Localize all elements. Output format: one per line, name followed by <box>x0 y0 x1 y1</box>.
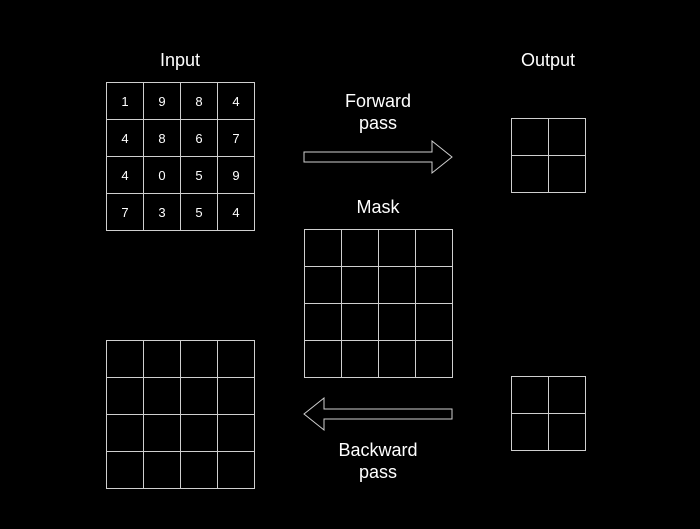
input-cell: 5 <box>181 194 218 231</box>
input-cell: 4 <box>107 157 144 194</box>
mask-title: Mask <box>356 197 400 217</box>
input-gradient-cell <box>144 341 181 378</box>
mask-cell <box>305 341 342 378</box>
backward-pass-label: Backward pass <box>318 439 438 483</box>
backward-pass-line1: Backward <box>338 440 418 460</box>
mask-cell <box>305 230 342 267</box>
output-cell <box>549 119 586 156</box>
input-cell: 5 <box>181 157 218 194</box>
input-grid: 1 9 8 4 4 8 6 7 4 0 5 9 7 3 5 4 <box>106 82 255 231</box>
input-cell: 4 <box>218 83 255 120</box>
output-gradient-cell <box>549 414 586 451</box>
mask-cell <box>416 304 453 341</box>
output-title: Output <box>520 50 576 70</box>
input-gradient-cell <box>218 452 255 489</box>
input-gradient-cell <box>107 341 144 378</box>
output-cell <box>549 156 586 193</box>
backward-pass-line2: pass <box>358 462 398 482</box>
input-cell: 4 <box>218 194 255 231</box>
output-cell <box>512 119 549 156</box>
input-gradient-cell <box>181 378 218 415</box>
forward-pass-label: Forward pass <box>318 90 438 134</box>
output-gradient-cell <box>512 414 549 451</box>
mask-cell <box>342 267 379 304</box>
mask-cell <box>342 230 379 267</box>
input-gradient-grid <box>106 340 255 489</box>
mask-cell <box>342 304 379 341</box>
input-gradient-cell <box>218 378 255 415</box>
input-cell: 8 <box>181 83 218 120</box>
input-gradient-cell <box>181 415 218 452</box>
input-cell: 9 <box>218 157 255 194</box>
input-gradient-cell <box>218 341 255 378</box>
mask-cell <box>379 230 416 267</box>
input-gradient-cell <box>218 415 255 452</box>
mask-cell <box>342 341 379 378</box>
input-gradient-cell <box>144 452 181 489</box>
input-cell: 8 <box>144 120 181 157</box>
mask-cell <box>416 341 453 378</box>
input-gradient-cell <box>107 452 144 489</box>
input-title: Input <box>159 50 201 70</box>
mask-cell <box>305 267 342 304</box>
backward-arrow <box>303 396 453 432</box>
input-cell: 7 <box>218 120 255 157</box>
input-cell: 9 <box>144 83 181 120</box>
input-gradient-cell <box>144 378 181 415</box>
output-grid <box>511 118 586 193</box>
input-cell: 7 <box>107 194 144 231</box>
input-gradient-cell <box>144 415 181 452</box>
output-cell <box>512 156 549 193</box>
mask-cell <box>416 230 453 267</box>
output-gradient-cell <box>549 377 586 414</box>
output-gradient-grid <box>511 376 586 451</box>
input-gradient-cell <box>181 341 218 378</box>
input-gradient-cell <box>107 415 144 452</box>
mask-grid <box>304 229 453 378</box>
input-cell: 6 <box>181 120 218 157</box>
input-gradient-cell <box>107 378 144 415</box>
mask-cell <box>379 304 416 341</box>
output-gradient-cell <box>512 377 549 414</box>
mask-cell <box>305 304 342 341</box>
input-gradient-cell <box>181 452 218 489</box>
mask-cell <box>379 341 416 378</box>
forward-pass-line1: Forward <box>344 91 411 111</box>
input-cell: 4 <box>107 120 144 157</box>
mask-cell <box>379 267 416 304</box>
forward-arrow <box>303 139 453 175</box>
input-cell: 1 <box>107 83 144 120</box>
mask-cell <box>416 267 453 304</box>
forward-pass-line2: pass <box>358 113 398 133</box>
input-cell: 0 <box>144 157 181 194</box>
input-cell: 3 <box>144 194 181 231</box>
